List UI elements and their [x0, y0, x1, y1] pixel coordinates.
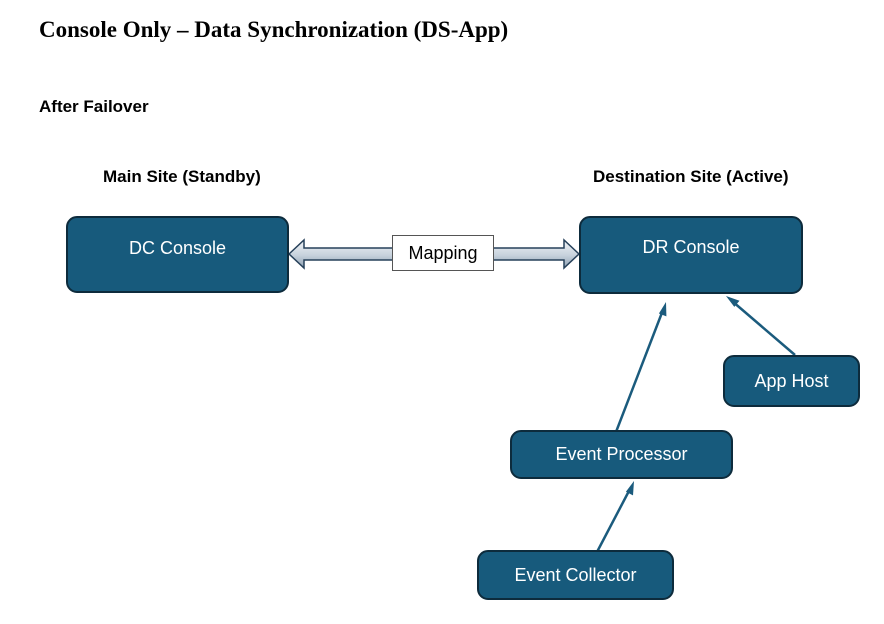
- event-collector-node: Event Collector: [477, 550, 674, 600]
- event-processor-node: Event Processor: [510, 430, 733, 479]
- main-site-label: Main Site (Standby): [103, 167, 261, 186]
- section-subtitle: After Failover: [39, 97, 149, 116]
- arrow-app-host-to-dr-console-head: [726, 296, 740, 307]
- destination-site-label: Destination Site (Active): [593, 167, 789, 186]
- arrow-collector-to-processor: [595, 488, 632, 553]
- event-processor-label: Event Processor: [555, 444, 688, 464]
- arrow-processor-to-dr-console: [614, 309, 665, 433]
- arrow-collector-to-processor-head: [625, 481, 634, 496]
- mapping-label: Mapping: [392, 235, 494, 271]
- dc-console-label: DC Console: [128, 238, 227, 258]
- arrow-app-host-to-dr-console: [731, 300, 796, 356]
- app-host-label: App Host: [754, 370, 829, 391]
- dc-console-node: DC Console: [66, 216, 289, 293]
- dr-console-node: DR Console: [579, 216, 803, 294]
- event-collector-label: Event Collector: [514, 564, 637, 585]
- page-title: Console Only – Data Synchronization (DS-…: [39, 17, 509, 42]
- arrow-processor-to-dr-console-head: [658, 302, 667, 317]
- dr-console-label: DR Console: [642, 237, 740, 257]
- app-host-node: App Host: [723, 355, 860, 407]
